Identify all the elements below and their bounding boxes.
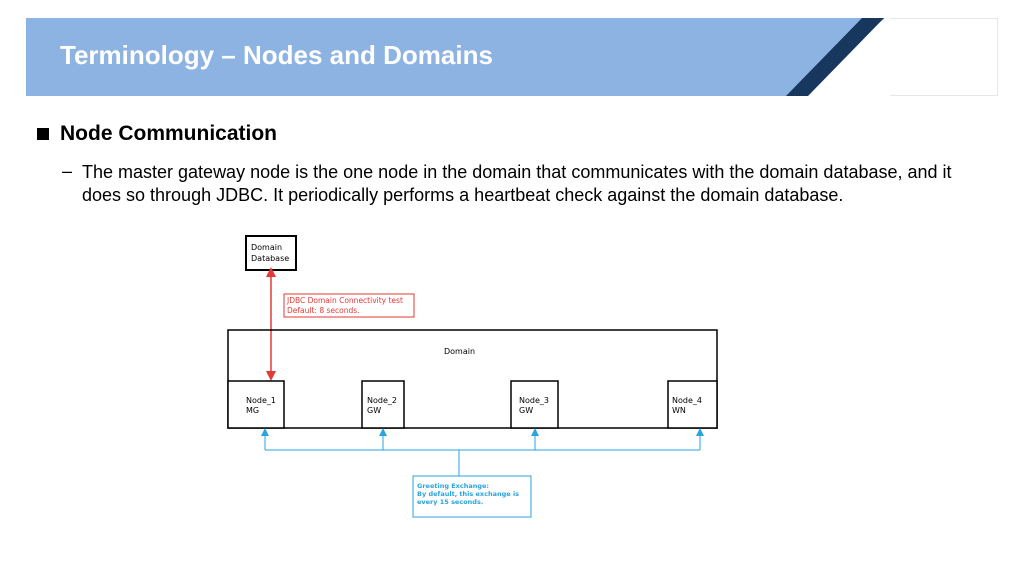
node-3-role: GW xyxy=(519,406,533,415)
node-4-name: Node_4 xyxy=(672,396,702,405)
greeting-label-2: By default, this exchange is xyxy=(417,490,519,498)
jdbc-label-2: Default: 8 seconds. xyxy=(287,306,360,315)
node-3-name: Node_3 xyxy=(519,396,549,405)
node-2-role: GW xyxy=(367,406,381,415)
jdbc-label-1: JDBC Domain Connectivity test xyxy=(286,296,403,305)
node-1-role: MG xyxy=(246,406,259,415)
domain-database-label-2: Database xyxy=(251,254,289,263)
bullet-heading: Node Communication xyxy=(60,122,278,145)
domain-database-box xyxy=(245,235,297,271)
domain-label: Domain xyxy=(444,347,475,356)
node-2-name: Node_2 xyxy=(367,396,397,405)
header-stripe-decoration xyxy=(786,18,890,96)
bullet-marker xyxy=(37,128,49,140)
greeting-connectors xyxy=(261,428,704,476)
node-2-box xyxy=(361,380,405,429)
sub-bullet-text: The master gateway node is the one node … xyxy=(82,162,952,205)
sub-bullet-dash: – xyxy=(62,161,73,181)
header-banner xyxy=(26,18,890,96)
domain-database-label-1: Domain xyxy=(251,243,282,252)
greeting-label-3: every 15 seconds. xyxy=(417,498,483,506)
node-3-box xyxy=(510,380,559,429)
slide-title: Terminology – Nodes and Domains xyxy=(60,40,493,70)
greeting-label-box xyxy=(412,475,532,518)
domain-container xyxy=(227,329,718,429)
greeting-label-1: Greeting Exchange: xyxy=(417,482,489,490)
node-4-box xyxy=(667,380,718,429)
node-1-name: Node_1 xyxy=(246,396,276,405)
jdbc-label-box xyxy=(283,293,415,318)
node-1-box xyxy=(227,380,285,429)
node-4-role: WN xyxy=(672,406,686,415)
